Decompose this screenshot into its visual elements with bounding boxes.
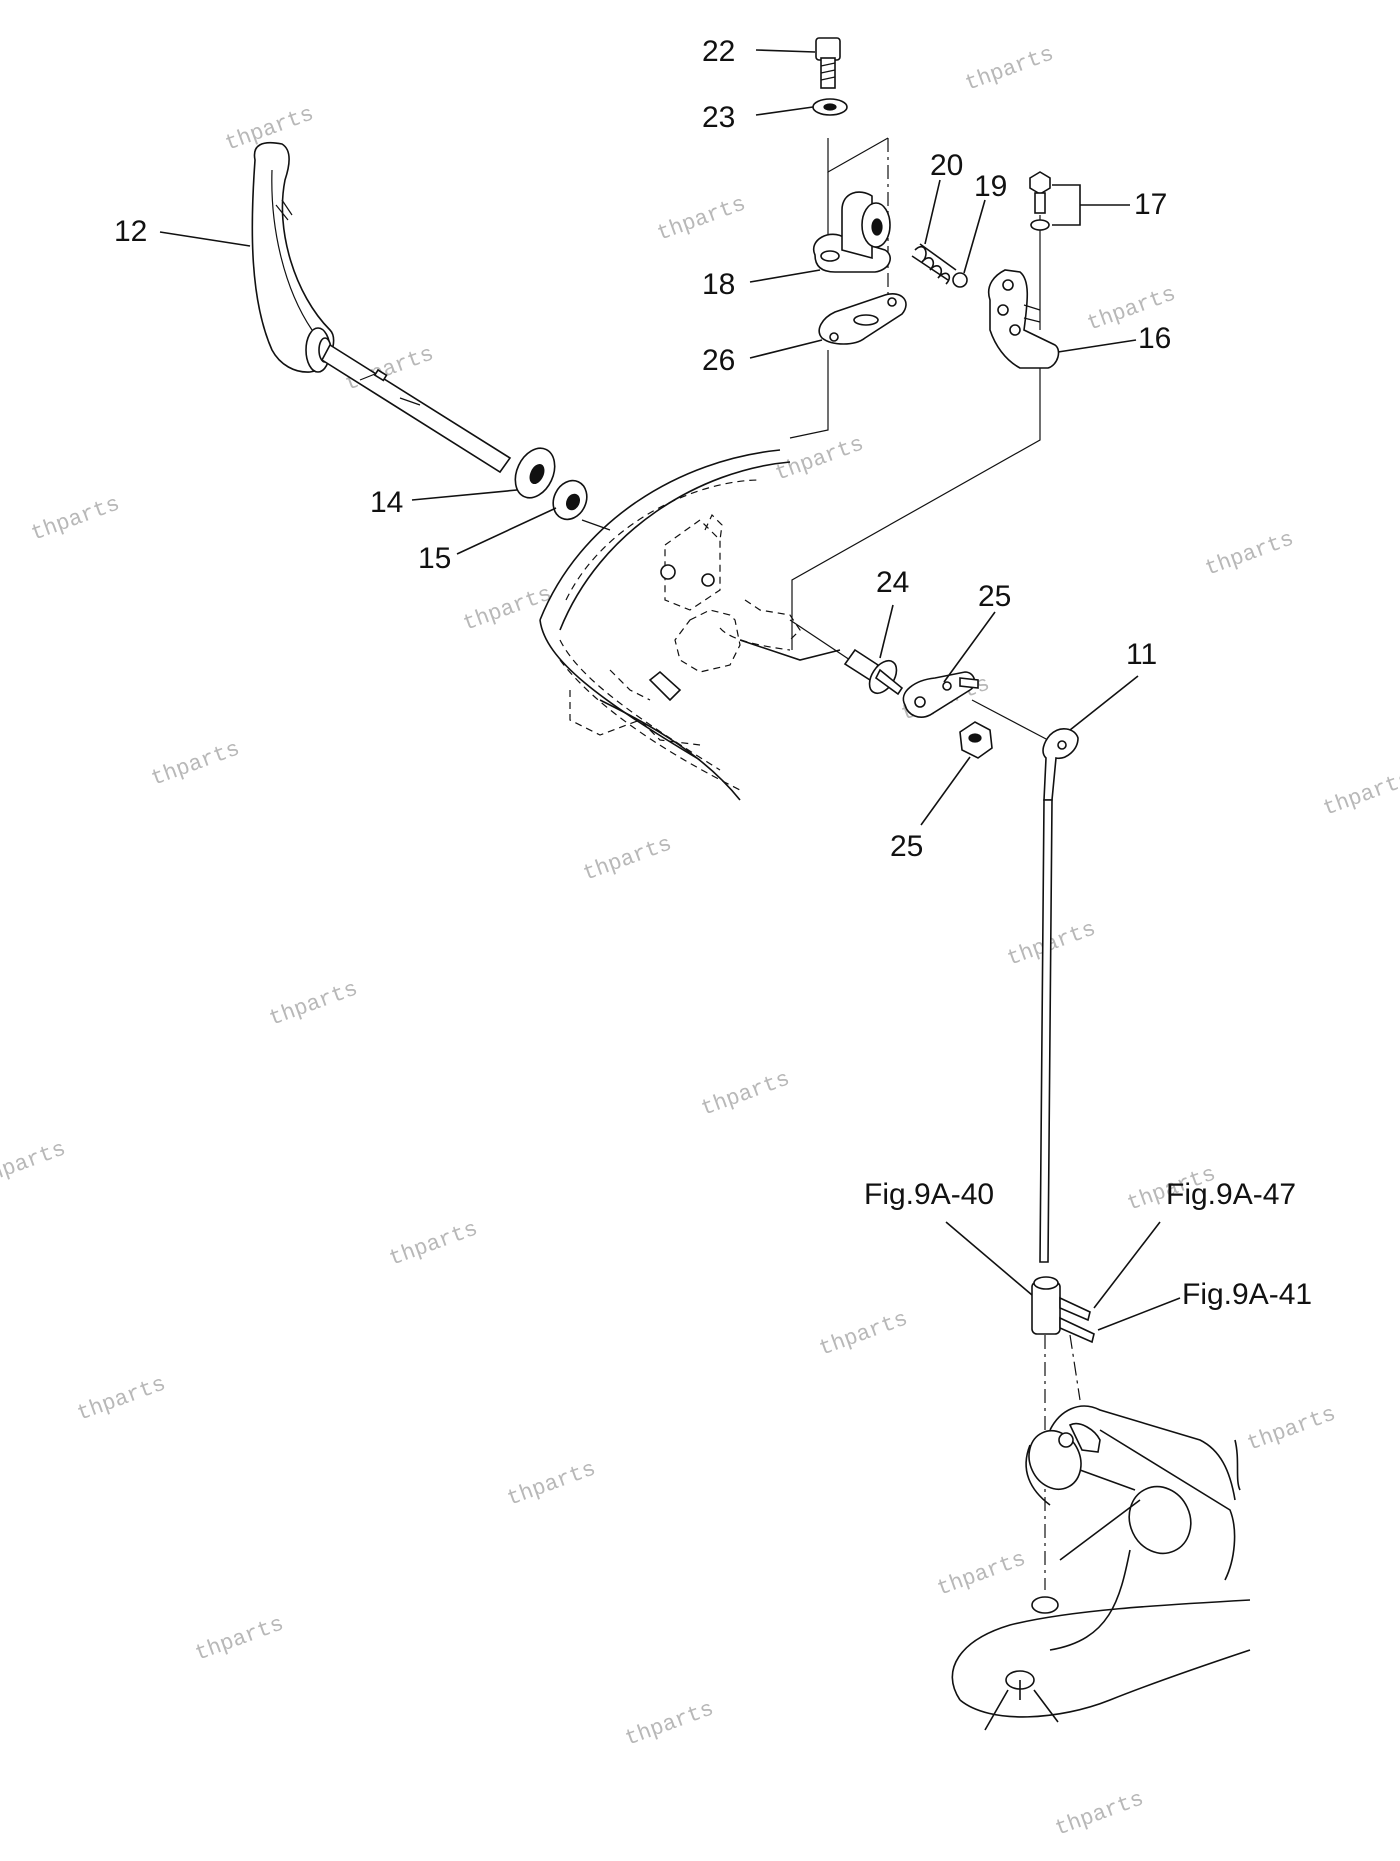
- lower-cowling-housing: [539, 449, 841, 801]
- part-label-17: 17: [1134, 188, 1167, 221]
- watermark: thparts: [28, 491, 123, 546]
- ref-label-fig-9a-41: Fig.9A-41: [1182, 1278, 1312, 1311]
- watermark: thparts: [148, 736, 243, 791]
- part-label-12: 12: [114, 215, 147, 248]
- part-18-bracket: [812, 191, 891, 273]
- part-20-spring: [911, 243, 957, 285]
- part-12-lever: [251, 141, 335, 373]
- part-26-gasket: [818, 293, 907, 345]
- watermark: thparts: [386, 1216, 481, 1271]
- rod-connector: [1031, 1276, 1095, 1344]
- part-label-19: 19: [974, 170, 1007, 203]
- gear-case: [951, 1405, 1251, 1731]
- watermark: thparts: [192, 1611, 287, 1666]
- part-19-ball: [952, 272, 968, 288]
- part-label-22: 23: [702, 101, 735, 134]
- part-label-15: 15: [418, 542, 451, 575]
- part-label-18: 18: [702, 268, 735, 301]
- watermark: thparts: [1052, 1786, 1147, 1841]
- watermark: thparts: [816, 1306, 911, 1361]
- watermark: thparts: [1202, 526, 1297, 581]
- watermark: thparts: [654, 191, 749, 246]
- part-11-shift-rod: [1039, 728, 1079, 1263]
- watermark: thparts: [0, 1136, 69, 1191]
- ref-label-fig-9a-40: Fig.9A-40: [864, 1178, 994, 1211]
- part-25-nut: [959, 721, 993, 759]
- watermark: thparts: [934, 1546, 1029, 1601]
- watermark: thparts: [266, 976, 361, 1031]
- part-label-16: 16: [1138, 322, 1171, 355]
- part-label-23: 24: [876, 566, 909, 599]
- part-24-link: [902, 671, 979, 718]
- part-16-plate: [987, 269, 1060, 369]
- part-label-26: 26: [702, 344, 735, 377]
- watermark: thparts: [580, 831, 675, 886]
- leader-lines: [159, 49, 1181, 1331]
- part-labels: 22 23 12 20 19 17 18 26 16 14 15 24 25 1…: [114, 35, 1171, 671]
- part-label-14: 14: [370, 486, 403, 519]
- watermark: thparts: [460, 581, 555, 636]
- part-label-20: 20: [930, 149, 963, 182]
- part-label-21: 22: [702, 35, 735, 68]
- watermark: thparts: [772, 431, 867, 486]
- watermark: thparts: [1244, 1401, 1339, 1456]
- watermark: thparts: [622, 1696, 717, 1751]
- watermark: thparts: [504, 1456, 599, 1511]
- watermark: thparts: [698, 1066, 793, 1121]
- part-21-bolt: [815, 37, 841, 89]
- part-23-pin: [843, 648, 904, 696]
- part-label-11: 11: [1126, 638, 1157, 671]
- lever-shaft: [320, 343, 512, 474]
- part-label-25-visible: 25: [890, 830, 923, 863]
- ref-label-fig-9a-47: Fig.9A-47: [1166, 1178, 1296, 1211]
- part-15-bushing: [552, 479, 588, 521]
- part-14-washer: [514, 447, 556, 499]
- watermark: thparts: [1320, 766, 1400, 821]
- watermark-layer: thparts thparts thparts thparts thparts …: [0, 41, 1400, 1841]
- figure-reference-labels: Fig.9A-40 Fig.9A-47 Fig.9A-41: [864, 1178, 1312, 1311]
- part-label-24: 25: [978, 580, 1011, 613]
- part-22-washer: [812, 98, 848, 116]
- watermark: thparts: [962, 41, 1057, 96]
- part-17-screw-washer: [1029, 171, 1100, 231]
- watermark: thparts: [74, 1371, 169, 1426]
